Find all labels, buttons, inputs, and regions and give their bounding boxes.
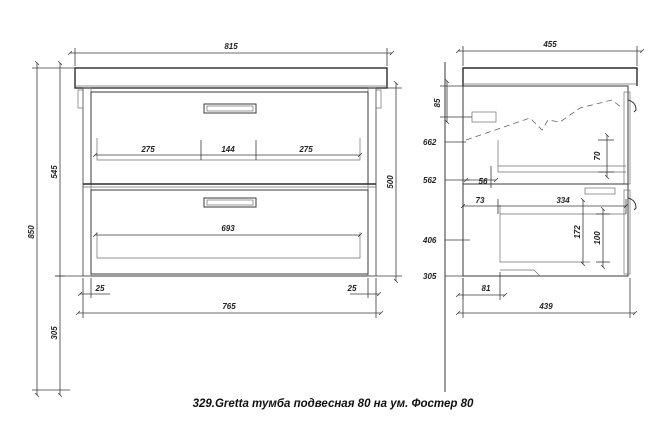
level-text-406: 406 (422, 236, 437, 245)
dim-text-455: 455 (542, 40, 557, 49)
level-text-662: 662 (423, 138, 437, 147)
lower-drawer-handle (203, 197, 257, 208)
dim-text-439: 439 (538, 302, 553, 311)
dim-text-70: 70 (593, 151, 602, 160)
dim-text-693: 693 (221, 224, 235, 233)
dim-side-depth-top: 455 (455, 40, 645, 66)
side-view (444, 62, 638, 392)
dim-text-850: 850 (27, 225, 36, 239)
dim-text-85: 85 (433, 98, 442, 107)
dim-text-305: 305 (50, 326, 59, 340)
dim-text-545: 545 (50, 165, 59, 179)
dim-text-25-left: 25 (95, 284, 105, 293)
level-text-305: 305 (423, 272, 437, 281)
dim-text-100: 100 (593, 231, 602, 245)
dim-side-depth-bottom: 439 (455, 278, 638, 318)
side-levels: 662 562 406 305 (422, 138, 470, 281)
dim-text-144: 144 (221, 145, 235, 154)
dim-side-56: 56 (463, 166, 499, 188)
sink-top (74, 67, 388, 89)
dim-front-inner-lower: 693 (92, 224, 363, 238)
dim-text-815: 815 (224, 42, 238, 51)
drawing-caption: 329.Gretta тумба подвесная 80 на ум. Фос… (192, 398, 474, 410)
side-cabinet-body (462, 85, 629, 277)
dim-front-offsets: 25 25 (77, 278, 382, 318)
dim-side-73-334: 73 334 (460, 196, 629, 214)
front-view (74, 67, 388, 277)
dim-text-500: 500 (386, 175, 395, 189)
dim-text-275-left: 275 (140, 145, 155, 154)
dim-front-drawers: 500 (376, 80, 402, 284)
dim-text-765: 765 (222, 302, 236, 311)
dim-front-heights: 850 545 305 (27, 60, 83, 398)
dim-text-73: 73 (476, 196, 485, 205)
dim-side-top-offset: 85 (433, 78, 472, 125)
dim-text-334: 334 (556, 196, 570, 205)
dim-front-inner: 275 144 275 (92, 140, 363, 160)
dim-text-275-right: 275 (298, 145, 313, 154)
dim-side-172-100: 172 100 (573, 197, 610, 270)
cabinet-body (82, 87, 377, 277)
dim-text-25-right: 25 (347, 284, 357, 293)
side-sink-top (462, 67, 638, 86)
dim-text-56: 56 (479, 177, 488, 186)
dim-front-width-top: 815 (67, 42, 395, 66)
dim-side-70: 70 (593, 132, 614, 180)
dim-front-width-bottom: 765 (75, 302, 384, 316)
level-text-562: 562 (423, 176, 437, 185)
lower-drawer-front (90, 189, 369, 275)
dim-text-172: 172 (573, 225, 582, 239)
upper-drawer-handle (203, 103, 257, 114)
dim-text-81: 81 (482, 284, 491, 293)
